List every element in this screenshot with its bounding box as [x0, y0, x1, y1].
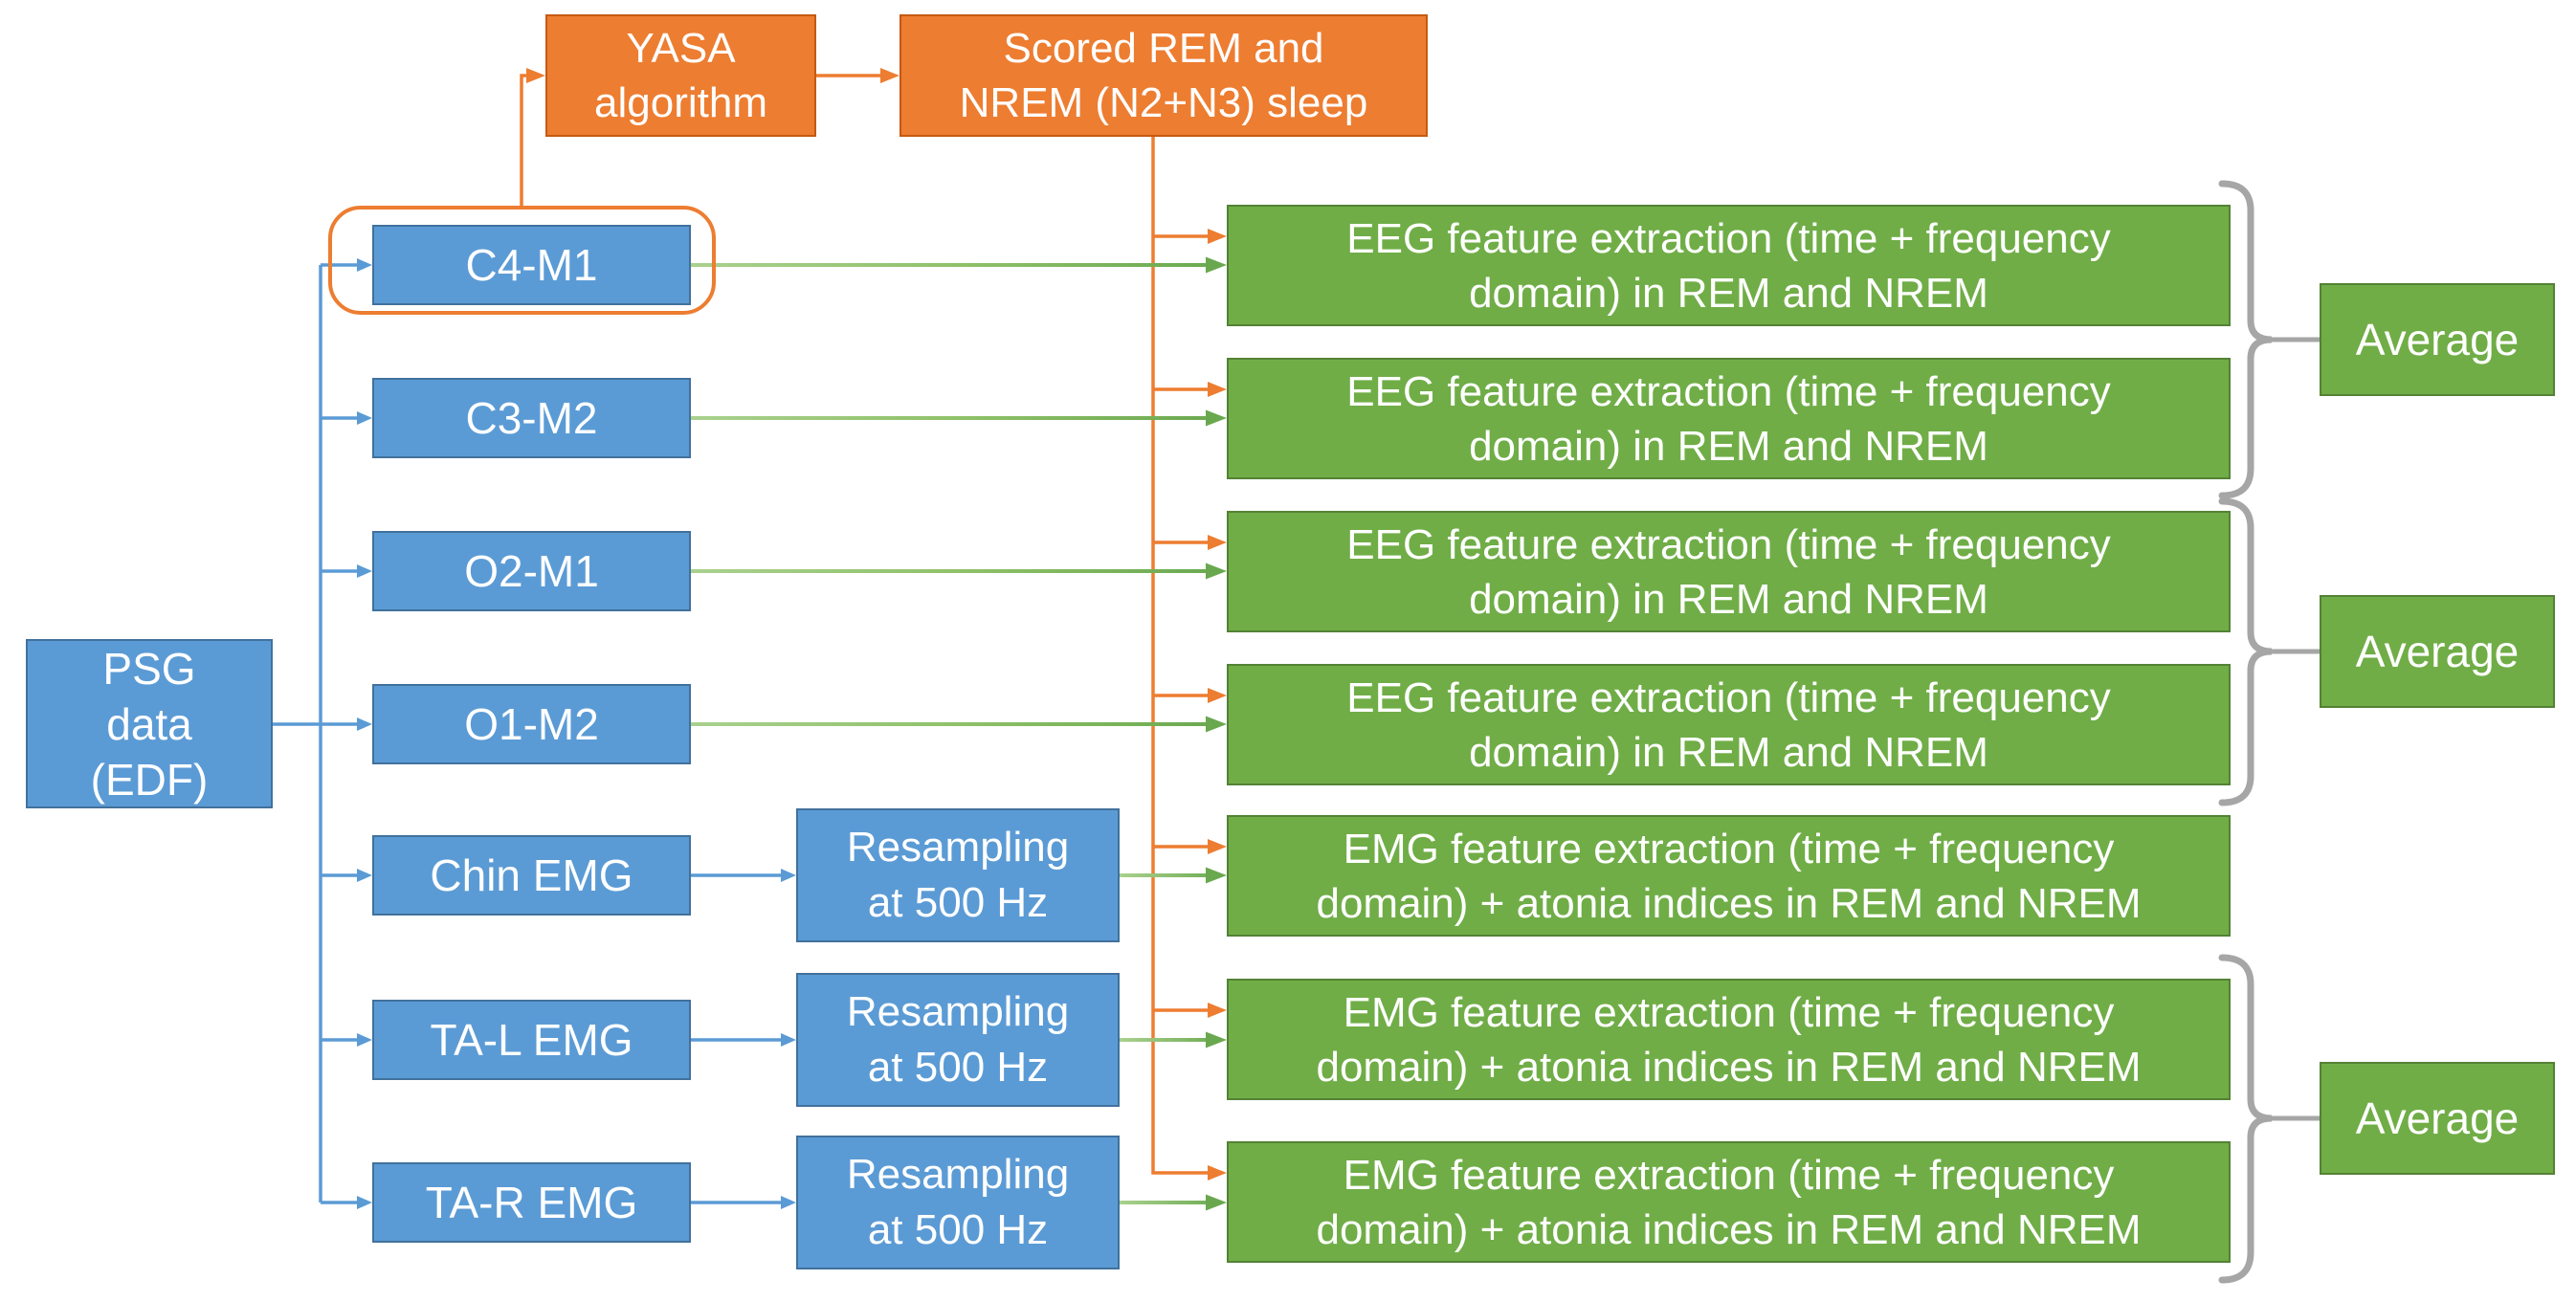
channel-box-ta-l-emg: TA-L EMG — [372, 1000, 691, 1080]
scored-line: Scored REM and — [1003, 25, 1324, 72]
yasa-algorithm-node: YASA algorithm — [545, 14, 816, 137]
feature-line: EMG feature extraction (time + frequency — [1343, 988, 2115, 1036]
feature-box-chin-emg: EMG feature extraction (time + frequency… — [1227, 815, 2231, 937]
feature-box-o1-m2: EEG feature extraction (time + frequency… — [1227, 664, 2231, 785]
yasa-line: algorithm — [594, 79, 767, 126]
resampling-line: at 500 Hz — [867, 879, 1049, 926]
c4-m1-highlight-outline — [328, 206, 716, 315]
green-connectors — [691, 256, 1227, 1211]
feature-line: EMG feature extraction (time + frequency — [1343, 1151, 2115, 1199]
feature-line: domain) in REM and NREM — [1469, 269, 1988, 317]
feature-line: EEG feature extraction (time + frequency — [1346, 214, 2111, 262]
resampling-line: Resampling — [846, 988, 1070, 1035]
feature-line: EMG feature extraction (time + frequency — [1343, 825, 2115, 872]
feature-box-c4-m1: EEG feature extraction (time + frequency… — [1227, 205, 2231, 326]
feature-line: domain) in REM and NREM — [1469, 728, 1988, 776]
average-box-central-eeg: Average — [2320, 283, 2555, 396]
feature-line: domain) + atonia indices in REM and NREM — [1316, 1205, 2142, 1253]
psg-line: (EDF) — [90, 754, 209, 805]
average-box-occipital-eeg: Average — [2320, 595, 2555, 708]
yasa-line: YASA — [626, 25, 736, 72]
feature-box-ta-l-emg: EMG feature extraction (time + frequency… — [1227, 979, 2231, 1100]
feature-line: domain) in REM and NREM — [1469, 575, 1988, 623]
feature-line: EEG feature extraction (time + frequency — [1346, 673, 2111, 721]
scored-line: NREM (N2+N3) sleep — [959, 79, 1368, 126]
feature-box-ta-r-emg: EMG feature extraction (time + frequency… — [1227, 1141, 2231, 1263]
orange-connectors — [520, 68, 1227, 1181]
channel-box-c3-m2: C3-M2 — [372, 378, 691, 458]
scored-sleep-node: Scored REM and NREM (N2+N3) sleep — [899, 14, 1428, 137]
feature-box-o2-m1: EEG feature extraction (time + frequency… — [1227, 511, 2231, 632]
feature-line: domain) + atonia indices in REM and NREM — [1316, 879, 2142, 927]
resampling-line: at 500 Hz — [867, 1206, 1049, 1253]
psg-data-node: PSG data (EDF) — [26, 639, 273, 808]
average-box-ta-emg: Average — [2320, 1062, 2555, 1175]
resampling-line: Resampling — [846, 824, 1070, 871]
channel-box-o1-m2: O1-M2 — [372, 684, 691, 764]
channel-box-c4-m1: C4-M1 — [372, 225, 691, 305]
feature-line: domain) in REM and NREM — [1469, 422, 1988, 470]
resampling-box-ta-l: Resampling at 500 Hz — [796, 973, 1120, 1107]
channel-box-chin-emg: Chin EMG — [372, 835, 691, 916]
grouping-braces — [2218, 180, 2322, 1284]
blue-connectors — [273, 258, 796, 1209]
feature-line: domain) + atonia indices in REM and NREM — [1316, 1043, 2142, 1091]
channel-box-ta-r-emg: TA-R EMG — [372, 1162, 691, 1243]
channel-box-o2-m1: O2-M1 — [372, 531, 691, 611]
resampling-line: at 500 Hz — [867, 1044, 1049, 1091]
resampling-line: Resampling — [846, 1151, 1070, 1198]
psg-line: data — [106, 698, 192, 749]
feature-line: EEG feature extraction (time + frequency — [1346, 367, 2111, 415]
feature-box-c3-m2: EEG feature extraction (time + frequency… — [1227, 358, 2231, 479]
feature-line: EEG feature extraction (time + frequency — [1346, 520, 2111, 568]
resampling-box-chin: Resampling at 500 Hz — [796, 808, 1120, 942]
psg-line: PSG — [102, 643, 196, 694]
resampling-box-ta-r: Resampling at 500 Hz — [796, 1136, 1120, 1269]
